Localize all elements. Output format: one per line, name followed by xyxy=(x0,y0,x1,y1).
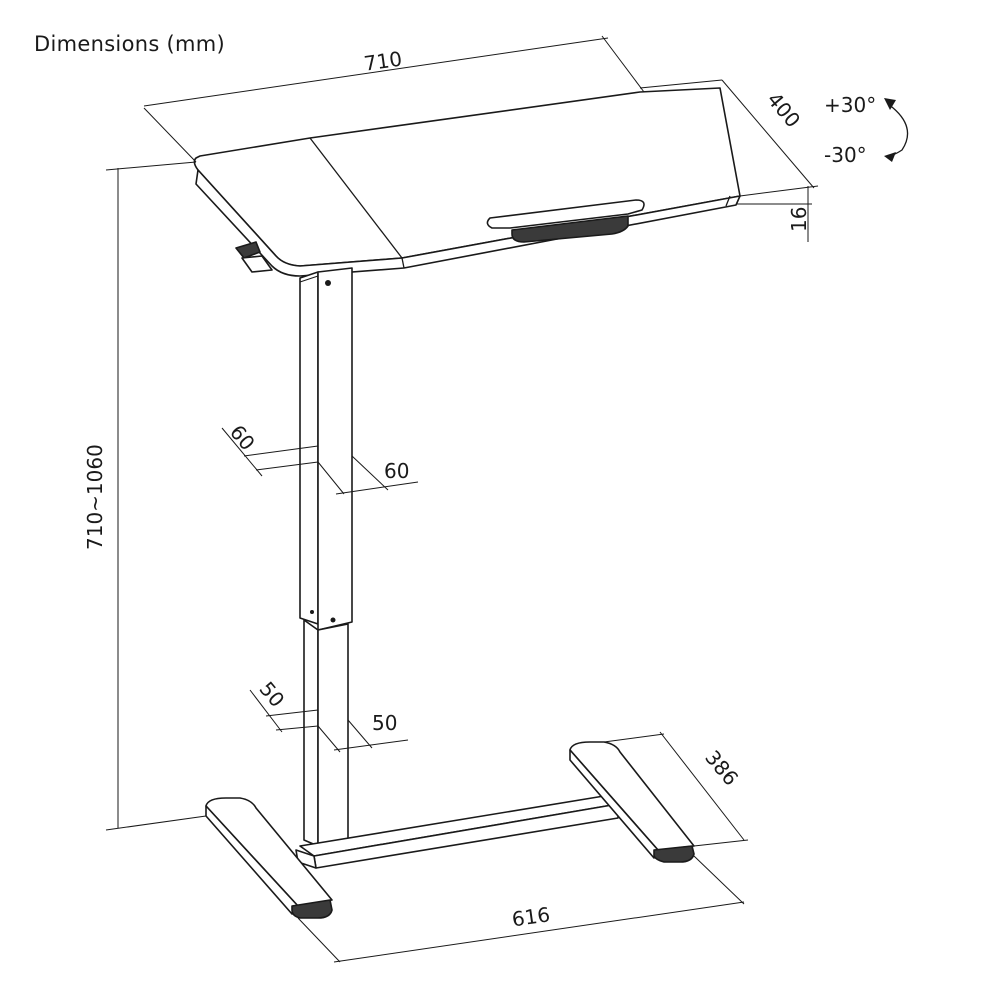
lower-column-label-b: 50 xyxy=(372,711,397,735)
diagram-title: Dimensions (mm) xyxy=(34,32,226,56)
height-dimension: 710~1060 xyxy=(83,161,207,831)
tilt-indicator: +30° -30° xyxy=(824,93,909,167)
height-label: 710~1060 xyxy=(83,444,107,550)
lower-column-label-a: 50 xyxy=(255,677,290,712)
upper-column-label-a: 60 xyxy=(225,420,260,455)
thickness-dimension: 16 xyxy=(736,186,812,242)
base xyxy=(205,741,695,919)
base-width-dimension: 616 xyxy=(297,855,745,963)
thickness-label: 16 xyxy=(787,207,811,232)
column xyxy=(299,267,353,847)
upper-column-label-b: 60 xyxy=(384,459,409,483)
depth-label: 400 xyxy=(762,88,805,133)
width-label: 710 xyxy=(362,47,403,76)
tilt-down-label: -30° xyxy=(824,143,867,167)
base-width-label: 616 xyxy=(510,902,551,931)
tabletop xyxy=(193,87,741,277)
width-dimension: 710 xyxy=(143,35,645,163)
foot-length-label: 386 xyxy=(700,746,743,791)
tilt-up-label: +30° xyxy=(824,93,876,117)
